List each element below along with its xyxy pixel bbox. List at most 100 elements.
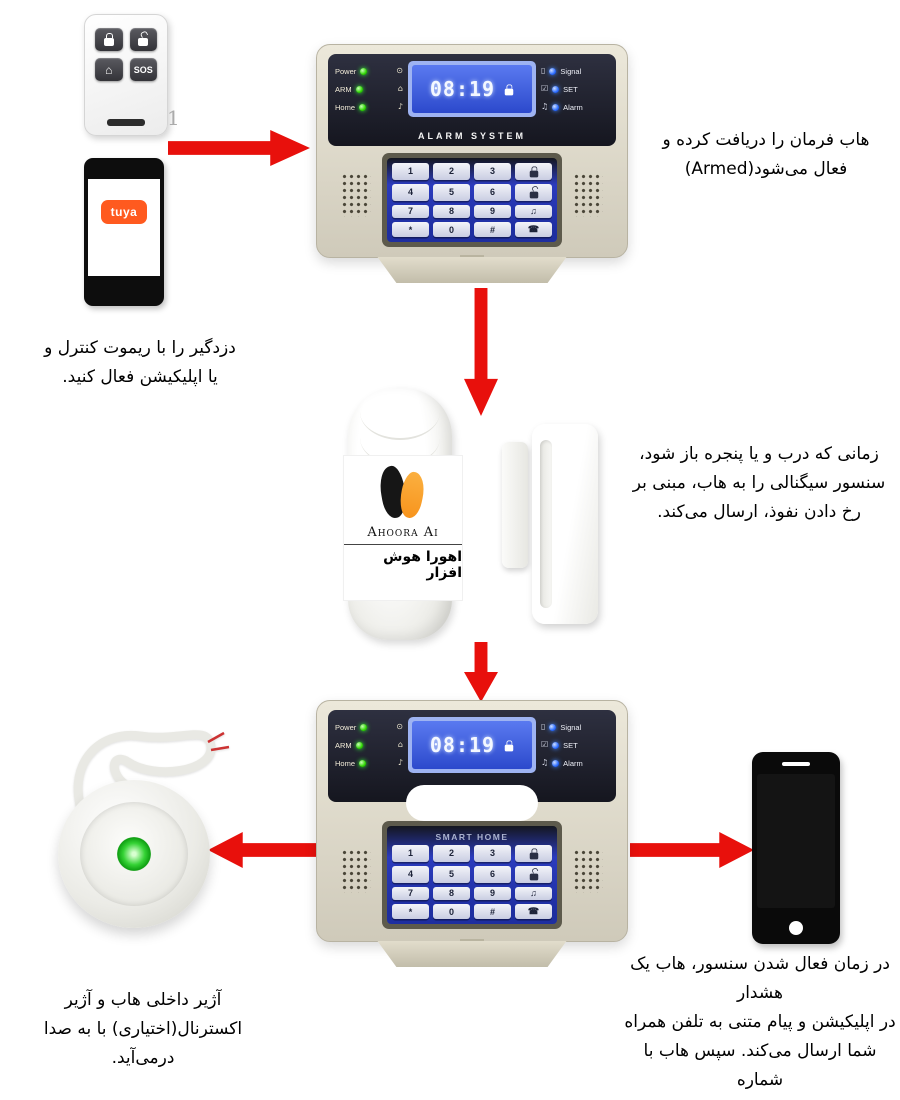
caption-line: در زمان فعال شدن سنسور، هاب یک هشدار <box>630 954 890 1003</box>
alarm-icon: ♫ <box>541 758 549 767</box>
signal-label: Signal <box>560 722 582 732</box>
alarm-icon: ♫ <box>541 102 549 111</box>
key-7: 7 <box>392 886 429 901</box>
lcd-screen: 08:19 <box>412 65 532 113</box>
remote-lanyard-slot <box>107 119 145 126</box>
keypad: 1 2 3 4 5 6 7 8 9 ♫ * 0 # ☎ <box>382 153 562 247</box>
power-label: Power <box>335 66 357 76</box>
caption-line: در اپلیکیشن و پیام متنی به تلفن همراه <box>624 1012 896 1032</box>
key-star: * <box>392 222 429 237</box>
arrow-remote-to-panel <box>168 130 310 166</box>
status-leds-right: ▯ Signal ☑SET ♫Alarm <box>539 717 611 773</box>
remote-buttons: ⌂ SOS <box>95 28 157 81</box>
caption-line: سنسور سیگنالی را به هاب، مبنی بر <box>632 473 886 493</box>
key-6: 6 <box>474 183 511 201</box>
power-led <box>360 723 368 731</box>
set-label: SET <box>563 740 578 750</box>
key-7: 7 <box>392 204 429 219</box>
key-9: 9 <box>474 886 511 901</box>
arm-icon: ⌂ <box>397 84 403 93</box>
alarm-led-row: ♫Alarm <box>541 755 609 771</box>
panel-stand <box>377 941 567 967</box>
lock-icon <box>103 33 114 46</box>
status-leds-right: ▯Signal ☑SET ♫Alarm <box>539 61 611 117</box>
lcd-lock-icon <box>504 83 514 95</box>
caption-line: فعال می‌شود(Armed) <box>684 159 848 179</box>
key-hash: # <box>474 222 511 237</box>
caption-line: اکسترنال(اختیاری) با به صدا درمی‌آید. <box>43 1019 243 1068</box>
set-led-row: ☑SET <box>541 737 609 753</box>
power-icon: ⊙ <box>396 66 403 75</box>
key-0: 0 <box>433 904 470 919</box>
signal-led-row: ▯Signal <box>541 63 609 79</box>
siren-body <box>58 780 210 928</box>
key-2: 2 <box>433 845 470 862</box>
key-hash: # <box>474 904 511 919</box>
arrow-panel-to-sensors <box>464 288 498 416</box>
signal-led <box>549 723 557 731</box>
caption-line: زمانی که درب و یا پنجره باز شود، <box>639 444 879 464</box>
remote-home-button: ⌂ <box>95 58 123 81</box>
arrow-sensors-to-panel <box>464 642 498 702</box>
home-led-row: Home♪ <box>335 99 403 115</box>
lcd-time: 08:19 <box>429 77 496 101</box>
lock-icon <box>529 848 538 860</box>
alarm-led <box>552 103 560 111</box>
keypad-inner: 1 2 3 4 5 6 7 8 9 ♫ * 0 # ☎ <box>387 158 557 242</box>
key-lock <box>515 845 552 862</box>
stray-digit: 1 <box>167 106 180 130</box>
door-sensor-magnet <box>502 442 528 568</box>
key-9: 9 <box>474 204 511 219</box>
remote-sos-button: SOS <box>129 58 157 81</box>
alarm-panel-bottom: Power⊙ ARM⌂ Home♪ 08:19 ▯Signal ☑SET ♫Al… <box>316 700 628 967</box>
power-icon: ⊙ <box>396 722 403 731</box>
arm-label: ARM <box>335 740 352 750</box>
speaker-grille-right <box>573 173 603 217</box>
phone-icon: ☎ <box>527 224 540 235</box>
smart-home-label: SMART HOME <box>435 832 509 842</box>
home-label: Home <box>335 758 356 768</box>
key-star: * <box>392 904 429 919</box>
battery-icon: ▯ <box>541 722 546 731</box>
home-led <box>359 759 367 767</box>
key-1: 1 <box>392 845 429 862</box>
panel-stand <box>377 257 567 283</box>
lcd-time: 08:19 <box>429 733 496 757</box>
home-led <box>359 103 367 111</box>
smartphone-tuya: tuya <box>84 158 164 306</box>
speaker-icon: ♫ <box>530 206 537 217</box>
key-phone: ☎ <box>515 904 552 919</box>
status-leds-left: Power ⊙ ARM⌂ Home♪ <box>333 61 405 117</box>
unlock-icon <box>529 873 538 881</box>
speaker-grille-right <box>573 849 603 893</box>
key-4: 4 <box>392 183 429 201</box>
caption-line: رخ دادن نفوذ، ارسال می‌کند. <box>657 502 861 522</box>
remote-control: ⌂ SOS <box>84 14 168 136</box>
brand-watermark: Ahoora Ai اهورا هوش افزار <box>344 456 462 600</box>
siren-cable <box>73 730 230 823</box>
caption-line: آژیر داخلی هاب و آژیر <box>64 990 222 1010</box>
panel-head: Power⊙ ARM⌂ Home♪ 08:19 ▯Signal ☑SET ♫Al… <box>328 54 616 146</box>
power-led <box>360 67 368 75</box>
lcd-display: 08:19 <box>408 717 536 773</box>
key-3: 3 <box>474 845 511 862</box>
key-lock <box>515 163 552 180</box>
alarm-led <box>552 759 560 767</box>
caption-alert: در زمان فعال شدن سنسور، هاب یک هشدار در … <box>624 950 896 1100</box>
brand-name: Ahoora Ai <box>367 525 439 540</box>
power-led-row: Power ⊙ <box>335 63 403 79</box>
brand-name-persian: اهورا هوش افزار <box>344 544 462 581</box>
phone-home-button <box>789 921 803 935</box>
siren <box>56 718 238 933</box>
lock-icon <box>529 166 538 178</box>
brand-flame-logo <box>375 464 431 522</box>
key-unlock <box>515 183 552 201</box>
keypad-keys: 1 2 3 4 5 6 7 8 9 ♫ * 0 # ☎ <box>392 163 552 237</box>
set-icon: ☑ <box>541 84 549 93</box>
arm-icon: ⌂ <box>397 740 403 749</box>
arm-led-row: ARM⌂ <box>335 81 403 97</box>
lcd-lock-icon <box>504 739 514 751</box>
alarm-label: Alarm <box>563 102 583 112</box>
unlock-icon <box>138 38 149 46</box>
